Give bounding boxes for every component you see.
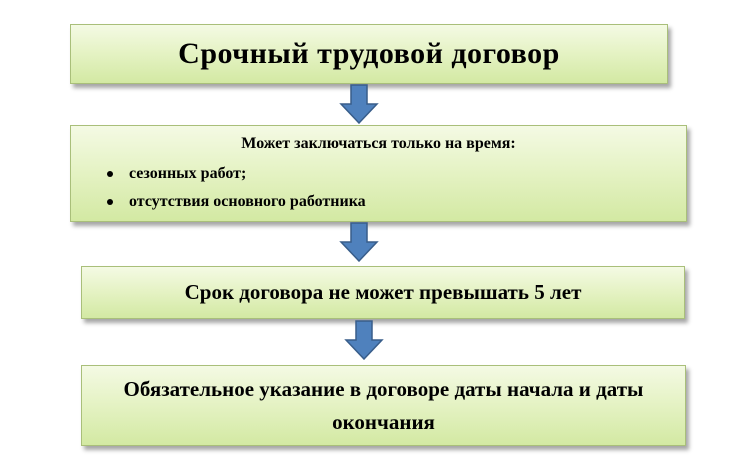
bullet-icon: [107, 199, 113, 205]
conditions-box: Может заключаться только на время: сезон…: [70, 125, 687, 222]
condition-label: отсутствия основного работника: [129, 193, 366, 210]
conditions-heading: Может заключаться только на время:: [241, 135, 516, 152]
term-text: Срок договора не может превышать 5 лет: [184, 280, 582, 304]
down-arrow-icon: [339, 84, 379, 124]
down-arrow-icon: [339, 222, 379, 262]
list-item: отсутствия основного работника: [105, 192, 366, 220]
title-box: Срочный трудовой договор: [70, 24, 668, 84]
condition-label: сезонных работ;: [129, 165, 247, 182]
conditions-list: сезонных работ; отсутствия основного раб…: [105, 164, 366, 220]
list-item: сезонных работ;: [105, 164, 366, 192]
down-arrow-icon: [344, 320, 384, 360]
term-box: Срок договора не может превышать 5 лет: [81, 266, 685, 319]
dates-text: Обязательное указание в договоре даты на…: [123, 376, 644, 434]
dates-box: Обязательное указание в договоре даты на…: [81, 365, 686, 446]
title-text: Срочный трудовой договор: [178, 37, 560, 70]
bullet-icon: [107, 171, 113, 177]
